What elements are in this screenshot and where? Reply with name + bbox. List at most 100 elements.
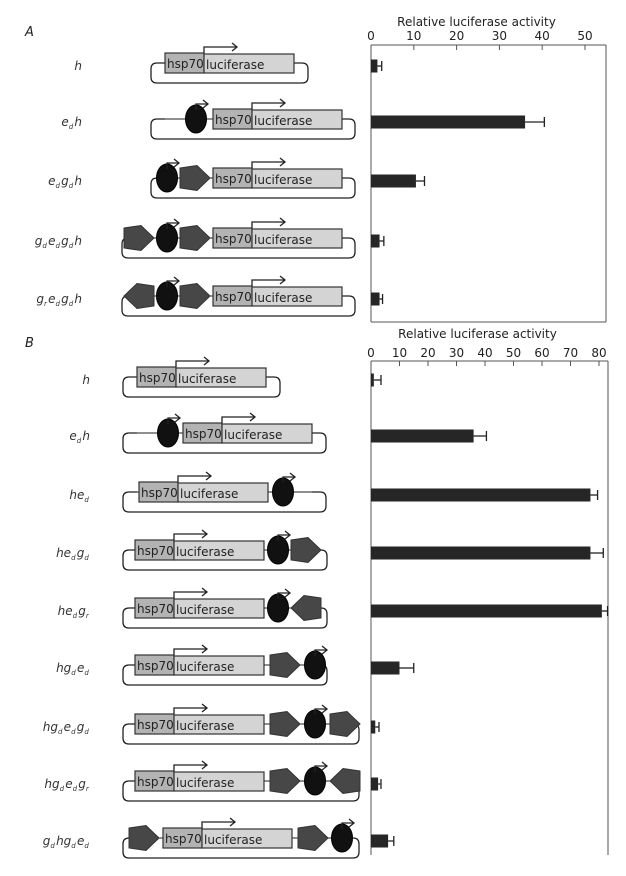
luciferase-label: luciferase: [254, 291, 312, 305]
insulator-reverse-icon: [290, 594, 322, 622]
label-subscript: d: [71, 669, 76, 677]
x-tick-label: 50: [577, 29, 592, 43]
hsp70-label: hsp70: [215, 172, 252, 186]
insulator-forward-icon: [179, 282, 211, 310]
insulator-forward-icon: [123, 224, 155, 252]
label-main: h: [74, 174, 82, 188]
luciferase-label: luciferase: [254, 233, 312, 247]
bar-group: [371, 429, 488, 443]
luciferase-label: luciferase: [224, 428, 282, 442]
promoter-arrow-icon: [195, 103, 208, 110]
promoter-arrow-icon: [166, 162, 179, 169]
promoter-arrow-icon: [173, 591, 207, 598]
promoter-arrow-icon: [177, 475, 211, 482]
label-spacer: [89, 720, 90, 734]
plasmid-backbone-line: [150, 62, 309, 84]
promoter-arrow-icon: [277, 534, 290, 541]
insulator-forward-icon: [128, 824, 160, 852]
label-subscript: d: [84, 842, 89, 850]
bar: [371, 429, 474, 443]
label-main: e: [77, 661, 84, 675]
hsp70-label: hsp70: [167, 57, 204, 71]
insulator-forward-icon: [269, 710, 301, 738]
plasmid-backbone-line: [150, 118, 356, 140]
label-subscript: d: [77, 437, 82, 445]
insulator-forward-icon: [290, 536, 322, 564]
label-main: e: [64, 720, 71, 734]
promoter-arrow-icon: [173, 707, 207, 714]
plasmid-backbone-line: [122, 837, 360, 859]
plasmid-backbone-line: [122, 491, 327, 513]
arrowhead-icon: [201, 587, 209, 597]
panel-letter: B: [25, 336, 34, 351]
promoter-arrow-icon: [251, 102, 285, 109]
x-tick-label: 40: [477, 346, 492, 360]
plasmid-backbone-line: [122, 432, 327, 454]
arrowhead-icon: [249, 412, 257, 422]
insulator-forward-icon: [179, 224, 211, 252]
plasmid-backbone-line: [122, 549, 328, 571]
hsp70-label: hsp70: [137, 544, 174, 558]
construct-label: gd ed gd h: [35, 234, 82, 250]
hsp70-label: hsp70: [137, 602, 174, 616]
arrowhead-icon: [279, 157, 287, 167]
label-main: g: [43, 834, 51, 848]
construct-label: hgd ed: [56, 661, 90, 677]
label-subscript: d: [71, 728, 76, 736]
label-subscript: d: [84, 728, 89, 736]
label-main: h: [43, 720, 51, 734]
luciferase-label: luciferase: [176, 603, 234, 617]
label-subscript: d: [71, 554, 76, 562]
label-main: h: [82, 429, 90, 443]
promoter-arrow-icon: [282, 476, 295, 483]
x-tick-label: 50: [506, 346, 521, 360]
arrowhead-icon: [321, 704, 329, 714]
insulator-reverse-icon: [123, 282, 155, 310]
label-main: g: [35, 234, 43, 248]
bar: [371, 488, 591, 502]
label-subscript: d: [42, 242, 47, 250]
x-tick-label: 10: [406, 29, 421, 43]
bar-group: [371, 115, 545, 129]
arrowhead-icon: [174, 413, 182, 423]
luciferase-reporter-box: [221, 423, 313, 444]
hsp70-label: hsp70: [215, 290, 252, 304]
hsp70-label: hsp70: [215, 113, 252, 127]
label-main: e: [69, 429, 76, 443]
label-spacer: [89, 777, 90, 791]
label-main: h: [74, 59, 82, 73]
luciferase-label: luciferase: [176, 776, 234, 790]
arrowhead-icon: [284, 588, 292, 598]
bar-group: [371, 234, 385, 248]
x-tick-label: 30: [449, 346, 464, 360]
label-main: e: [48, 234, 55, 248]
bar-group: [371, 488, 599, 502]
hsp70-label: hsp70: [165, 832, 202, 846]
plasmid-backbone-line: [121, 295, 356, 317]
luciferase-label: luciferase: [206, 58, 264, 72]
x-tick-label: 0: [367, 346, 375, 360]
promoter-arrow-icon: [203, 46, 237, 53]
promoter-arrow-icon: [167, 417, 180, 424]
luciferase-reporter-box: [173, 540, 265, 561]
arrowhead-icon: [279, 98, 287, 108]
construct-label: hgd ed gr: [44, 777, 90, 793]
label-subscript: d: [55, 242, 60, 250]
label-main: e: [65, 604, 72, 618]
bar: [371, 661, 400, 675]
arrowhead-icon: [173, 218, 181, 228]
plasmid-backbone-line: [121, 237, 356, 259]
bar-group: [371, 834, 395, 848]
insulator-forward-icon: [269, 767, 301, 795]
